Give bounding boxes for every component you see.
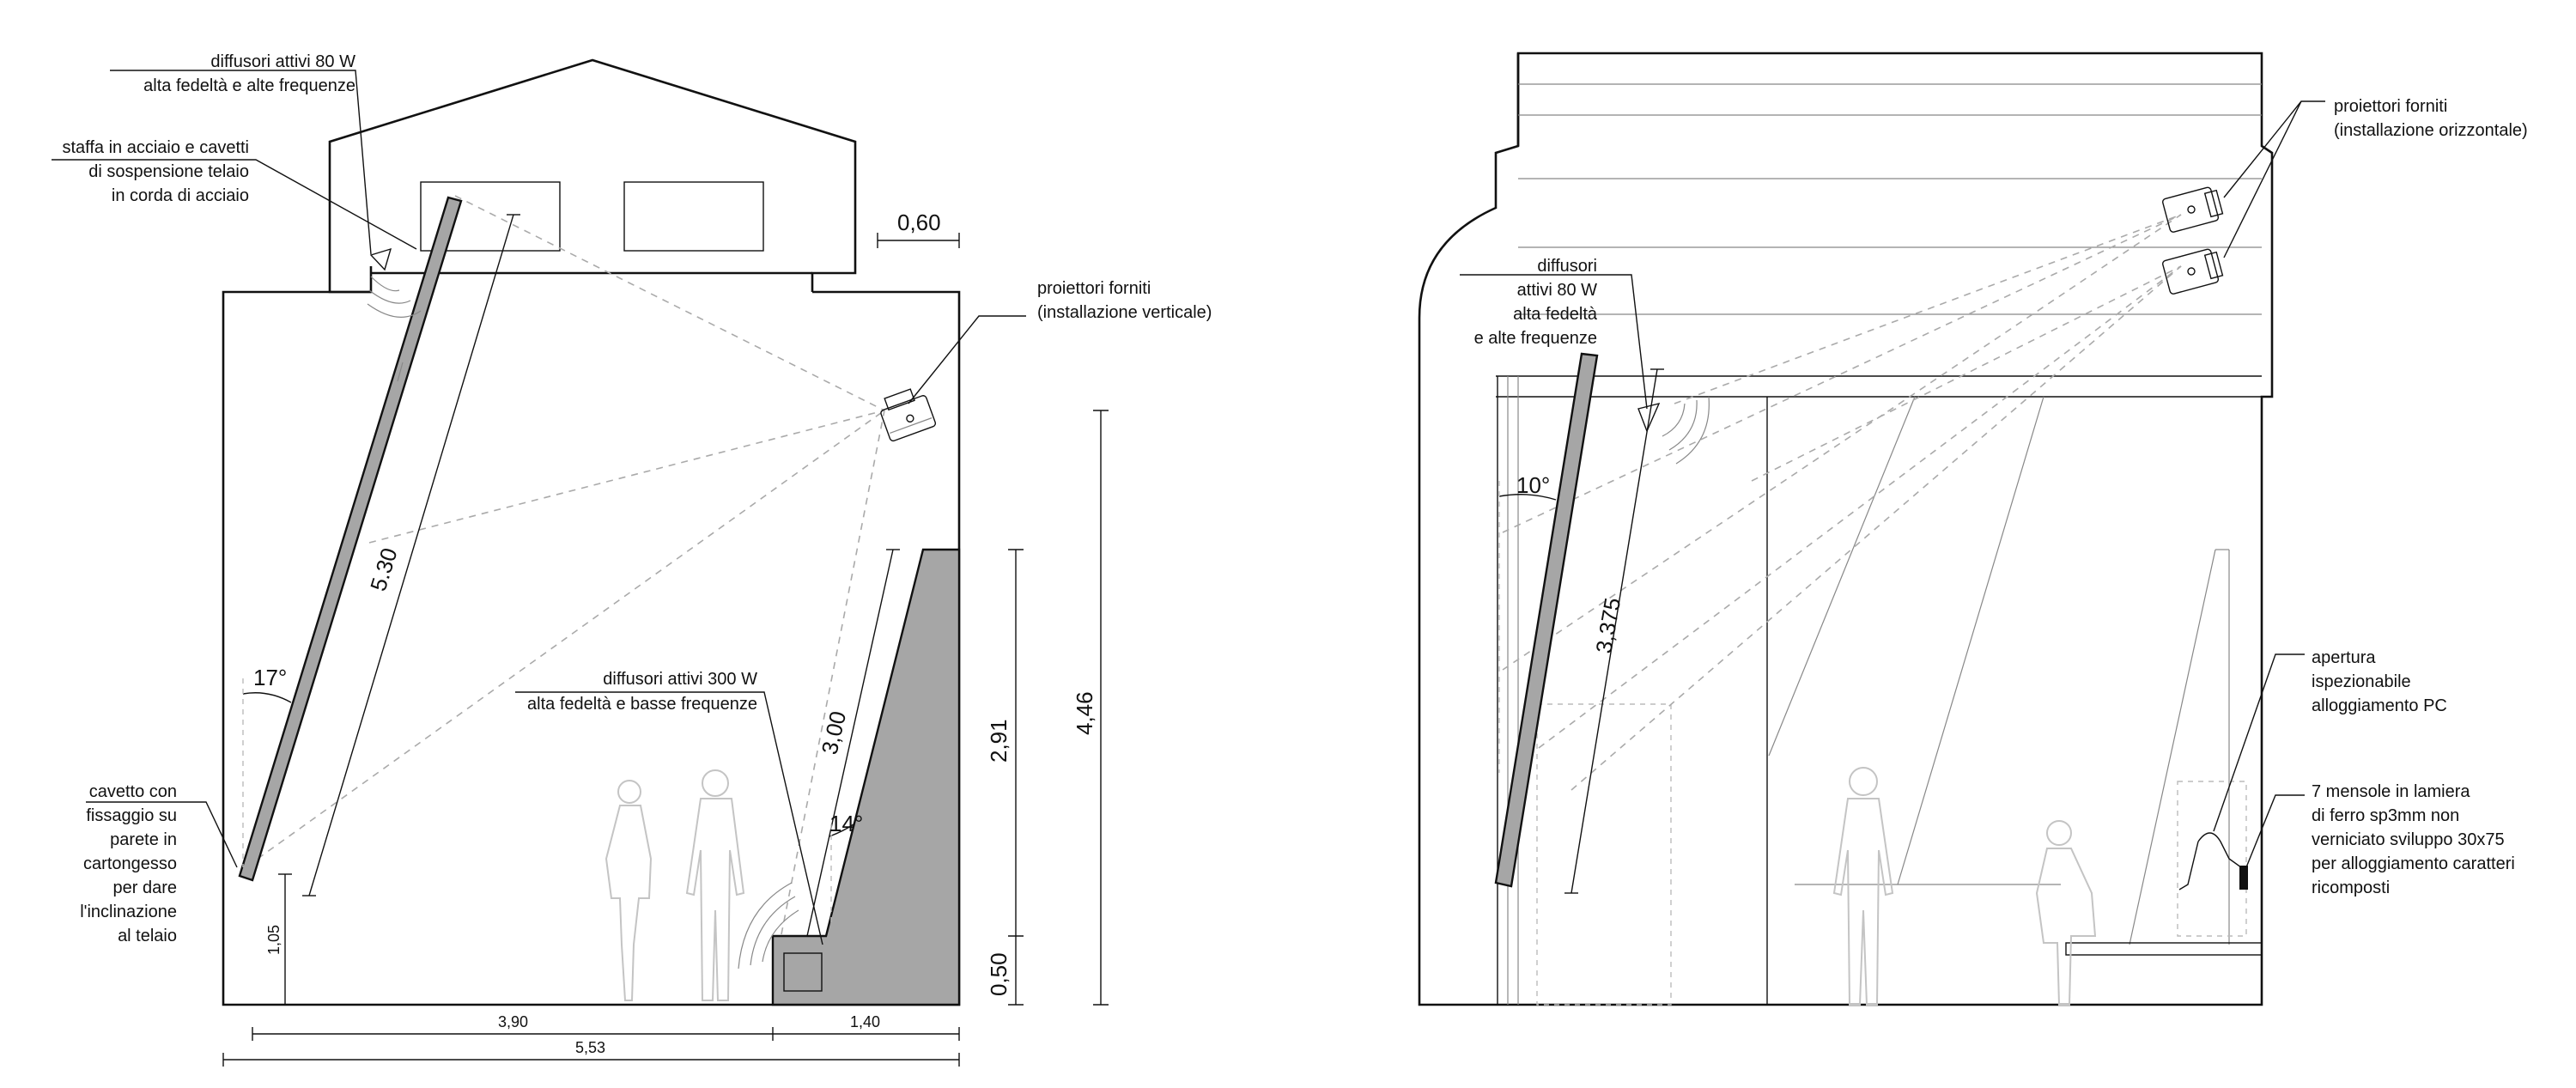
label-right-speakers-l2: attivi 80 W — [1517, 281, 1597, 300]
label-shelves-l3: verniciato sviluppo 30x75 — [2312, 830, 2505, 849]
label-cable-l5: per dare — [113, 878, 178, 897]
right-projector-icon-1 — [2162, 186, 2224, 233]
label-projector-horiz-l2: (installazione orizzontale) — [2334, 121, 2528, 140]
left-seating-block — [771, 548, 961, 1006]
left-sub-speaker-box — [783, 952, 823, 992]
left-hf-speaker — [369, 247, 392, 271]
angle-10: 10° — [1516, 472, 1550, 498]
label-projector-vert-l2: (installazione verticale) — [1037, 303, 1212, 322]
label-cable-l6: l'inclinazione — [80, 903, 177, 921]
label-cable-l2: fissaggio su — [86, 806, 177, 825]
angle-17: 17° — [253, 665, 287, 690]
left-window-1 — [420, 181, 561, 252]
label-shelves-l5: ricomposti — [2312, 878, 2390, 897]
left-projector-icon — [880, 388, 937, 442]
right-shelf-bracket — [2197, 832, 2244, 885]
label-opening-l3: alloggiamento PC — [2312, 696, 2447, 715]
label-cable-l1: cavetto con — [89, 782, 177, 801]
dim-1-05: 1,05 — [265, 925, 283, 955]
label-bracket-l2: di sospensione telaio — [88, 162, 249, 181]
right-person-seated — [2035, 820, 2097, 1006]
right-section: 10° 3,375 — [1418, 52, 2528, 1006]
left-screen-frame — [238, 196, 463, 882]
left-hall-outline — [222, 290, 961, 1006]
label-opening-l1: apertura — [2312, 648, 2376, 667]
dim-2-91: 2,91 — [986, 719, 1012, 763]
left-section: 5.30 17° 3,00 14° — [52, 52, 1212, 1067]
left-person-woman — [605, 780, 653, 1001]
label-shelves-l1: 7 mensole in lamiera — [2312, 782, 2470, 801]
label-right-speakers-l3: alta fedeltà — [1513, 305, 1598, 324]
left-person-man — [685, 769, 745, 1001]
dim-1-40: 1,40 — [850, 1013, 880, 1030]
right-screen-frame — [1494, 352, 1599, 888]
label-right-speakers-l1: diffusori — [1537, 257, 1597, 276]
label-bracket-l1: staffa in acciaio e cavetti — [62, 138, 249, 157]
dim-4-46: 4,46 — [1072, 691, 1097, 735]
right-outline — [1418, 52, 2274, 1006]
label-shelves-l4: per alloggiamento caratteri — [2312, 854, 2515, 873]
label-cable-l4: cartongesso — [83, 854, 177, 873]
dim-0-60: 0,60 — [897, 210, 941, 235]
dim-5-30: 5.30 — [365, 545, 402, 594]
dim-0-50: 0,50 — [986, 952, 1012, 996]
label-projector-horiz-l1: proiettori forniti — [2334, 97, 2447, 116]
label-sub-l2: alta fedeltà e basse frequenze — [527, 695, 757, 714]
dim-3-375: 3,375 — [1590, 596, 1625, 655]
right-hf-speaker — [1637, 402, 1661, 433]
right-person-standing — [1832, 767, 1894, 1006]
label-speakers-80w-l2: alta fedeltà e alte frequenze — [143, 76, 355, 95]
label-sub-l1: diffusori attivi 300 W — [603, 670, 757, 689]
left-roof-outline — [328, 58, 857, 294]
dim-3-00: 3,00 — [817, 708, 852, 757]
label-shelves-l2: di ferro sp3mm non — [2312, 806, 2459, 825]
label-speakers-80w-l1: diffusori attivi 80 W — [210, 52, 355, 71]
dim-5-53: 5,53 — [575, 1039, 605, 1056]
label-cable-l3: parete in — [110, 830, 177, 849]
left-window-2 — [623, 181, 764, 252]
label-cable-l7: al telaio — [118, 927, 177, 945]
label-opening-l2: ispezionabile — [2312, 672, 2411, 691]
angle-14: 14° — [829, 811, 863, 836]
right-projector-icon-2 — [2162, 248, 2224, 295]
label-projector-vert-l1: proiettori forniti — [1037, 279, 1151, 298]
dim-3-90: 3,90 — [498, 1013, 528, 1030]
label-right-speakers-l4: e alte frequenze — [1474, 329, 1597, 348]
label-bracket-l3: in corda di acciaio — [112, 186, 249, 205]
